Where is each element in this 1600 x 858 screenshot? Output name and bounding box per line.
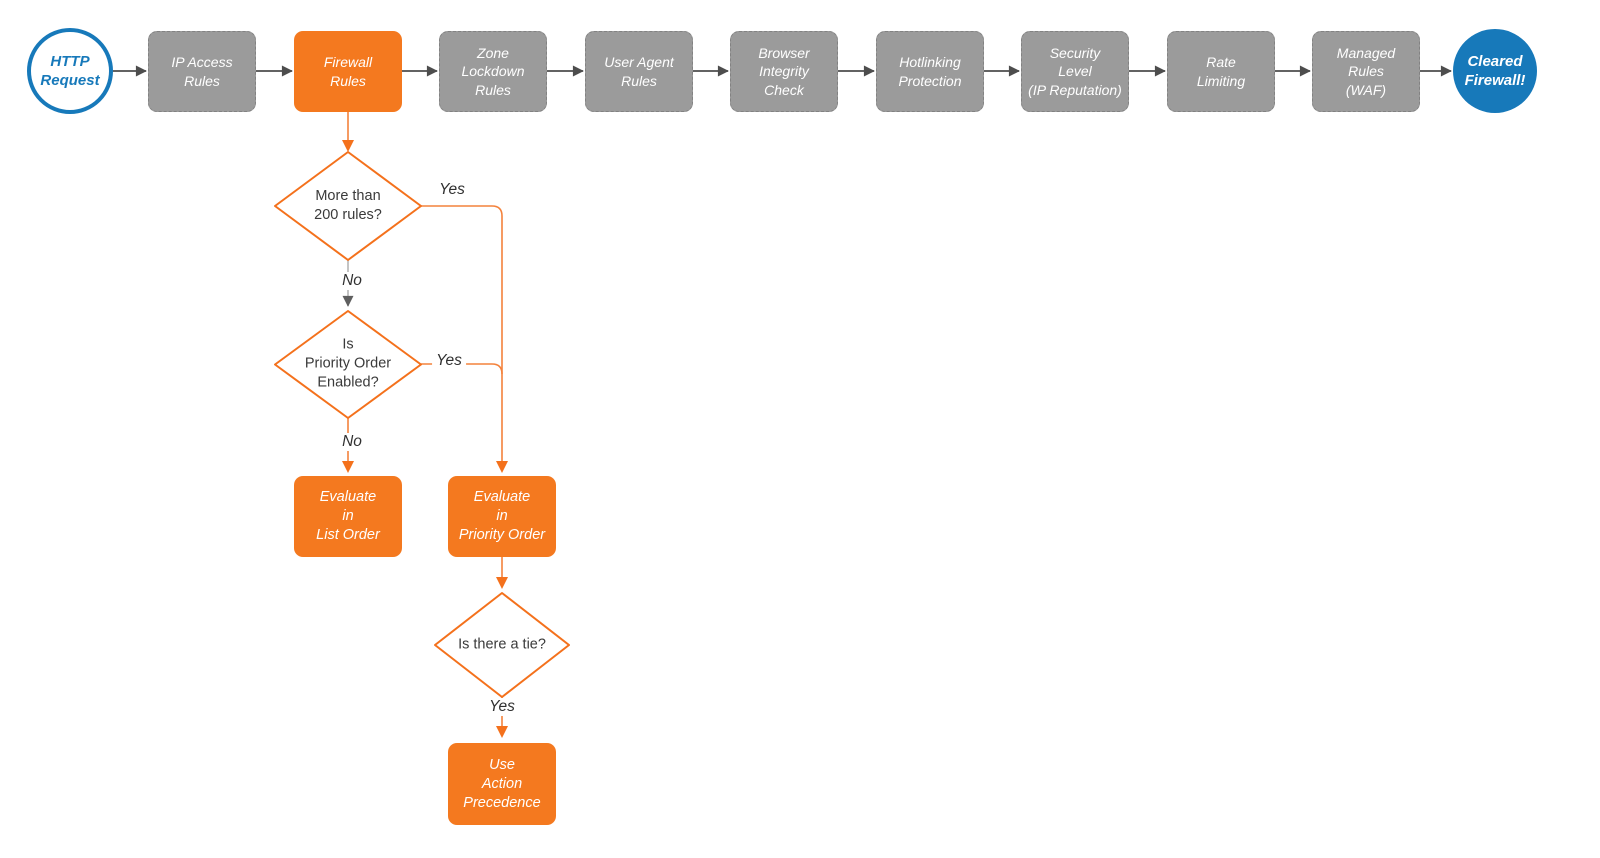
edge-label-no-priority: No xyxy=(338,433,366,451)
stage-label: Browser Integrity Check xyxy=(758,44,810,98)
stage-hotlinking-protection: Hotlinking Protection xyxy=(876,31,984,112)
stage-label: Rate Limiting xyxy=(1196,54,1246,89)
stage-zone-lockdown-rules: Zone Lockdown Rules xyxy=(439,31,547,112)
edge-yes-200-rules xyxy=(421,205,508,473)
stage-firewall-rules: Firewall Rules xyxy=(294,31,402,112)
action-label: Evaluate in List Order xyxy=(316,489,380,543)
stage-managed-rules-waf: Managed Rules (WAF) xyxy=(1312,31,1420,112)
stage-label: Hotlinking Protection xyxy=(898,54,962,89)
edge-label-no-200: No xyxy=(338,272,366,290)
stage-ip-access-rules: IP Access Rules xyxy=(148,31,256,112)
decision-more-than-200-shape xyxy=(274,151,422,261)
stage-user-agent-rules: User Agent Rules xyxy=(585,31,693,112)
node-cleared-firewall: Cleared Firewall! xyxy=(1453,29,1537,113)
decision-shapes xyxy=(274,151,570,698)
stage-label: Managed Rules (WAF) xyxy=(1336,44,1396,98)
action-label: Evaluate in Priority Order xyxy=(458,489,546,543)
stage-label: User Agent Rules xyxy=(604,54,674,89)
edge-label-yes-priority: Yes xyxy=(432,352,466,370)
decision-tie-label: Is there a tie? xyxy=(458,636,546,653)
node-http-request: HTTP Request xyxy=(27,28,113,114)
action-evaluate-priority-order: Evaluate in Priority Order xyxy=(448,476,556,557)
stage-label: Security Level (IP Reputation) xyxy=(1028,44,1122,98)
stage-browser-integrity-check: Browser Integrity Check xyxy=(730,31,838,112)
node-cleared-firewall-label: Cleared Firewall! xyxy=(1464,53,1526,89)
decision-more-than-200-label: More than 200 rules? xyxy=(314,188,382,223)
node-http-request-label: HTTP Request xyxy=(40,53,100,89)
edge-yes-priority-join xyxy=(421,363,503,375)
action-evaluate-list-order: Evaluate in List Order xyxy=(294,476,402,557)
stage-label: IP Access Rules xyxy=(171,54,233,89)
stage-rate-limiting: Rate Limiting xyxy=(1167,31,1275,112)
decision-priority-enabled-shape xyxy=(274,310,422,419)
stage-security-level: Security Level (IP Reputation) xyxy=(1021,31,1129,112)
stage-label: Firewall Rules xyxy=(323,54,373,89)
decision-tie-shape xyxy=(434,592,570,698)
action-label: Use Action Precedence xyxy=(463,756,541,811)
edge-label-yes-tie: Yes xyxy=(485,698,519,716)
edge-label-yes-200: Yes xyxy=(435,181,469,199)
action-use-action-precedence: Use Action Precedence xyxy=(448,743,556,825)
stage-label: Zone Lockdown Rules xyxy=(461,44,525,98)
decision-priority-enabled-label: Is Priority Order Enabled? xyxy=(304,336,392,391)
